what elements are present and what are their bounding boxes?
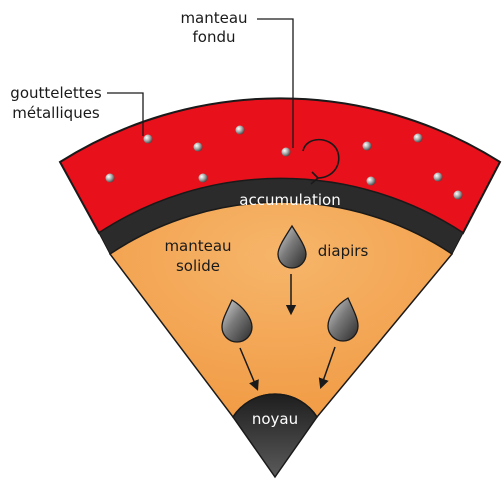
- droplet-icon: [236, 126, 245, 135]
- label-diapirs: diapirs: [318, 242, 369, 260]
- core: [233, 394, 317, 477]
- solid-mantle-layer: [110, 202, 452, 417]
- label-core: noyau: [252, 410, 298, 428]
- droplet-icon: [194, 143, 203, 152]
- label-accumulation: accumulation: [239, 191, 340, 209]
- droplet-icon: [414, 134, 423, 143]
- droplet-icon: [454, 191, 463, 200]
- label-droplets-line1: gouttelettes: [10, 84, 102, 102]
- droplet-icon: [106, 174, 115, 183]
- droplet-icon: [434, 173, 443, 182]
- label-solid-mantle-line2: solide: [176, 257, 220, 275]
- label-droplets-line2: métalliques: [12, 104, 100, 122]
- label-molten-mantle-line1: manteau: [180, 9, 247, 27]
- droplet-icon: [363, 142, 372, 151]
- label-solid-mantle-line1: manteau: [164, 237, 231, 255]
- label-molten-mantle-line2: fondu: [193, 28, 236, 46]
- droplet-icon: [144, 135, 153, 144]
- droplet-icon: [367, 177, 376, 186]
- droplet-icon: [199, 174, 208, 183]
- droplet-icon: [282, 148, 291, 157]
